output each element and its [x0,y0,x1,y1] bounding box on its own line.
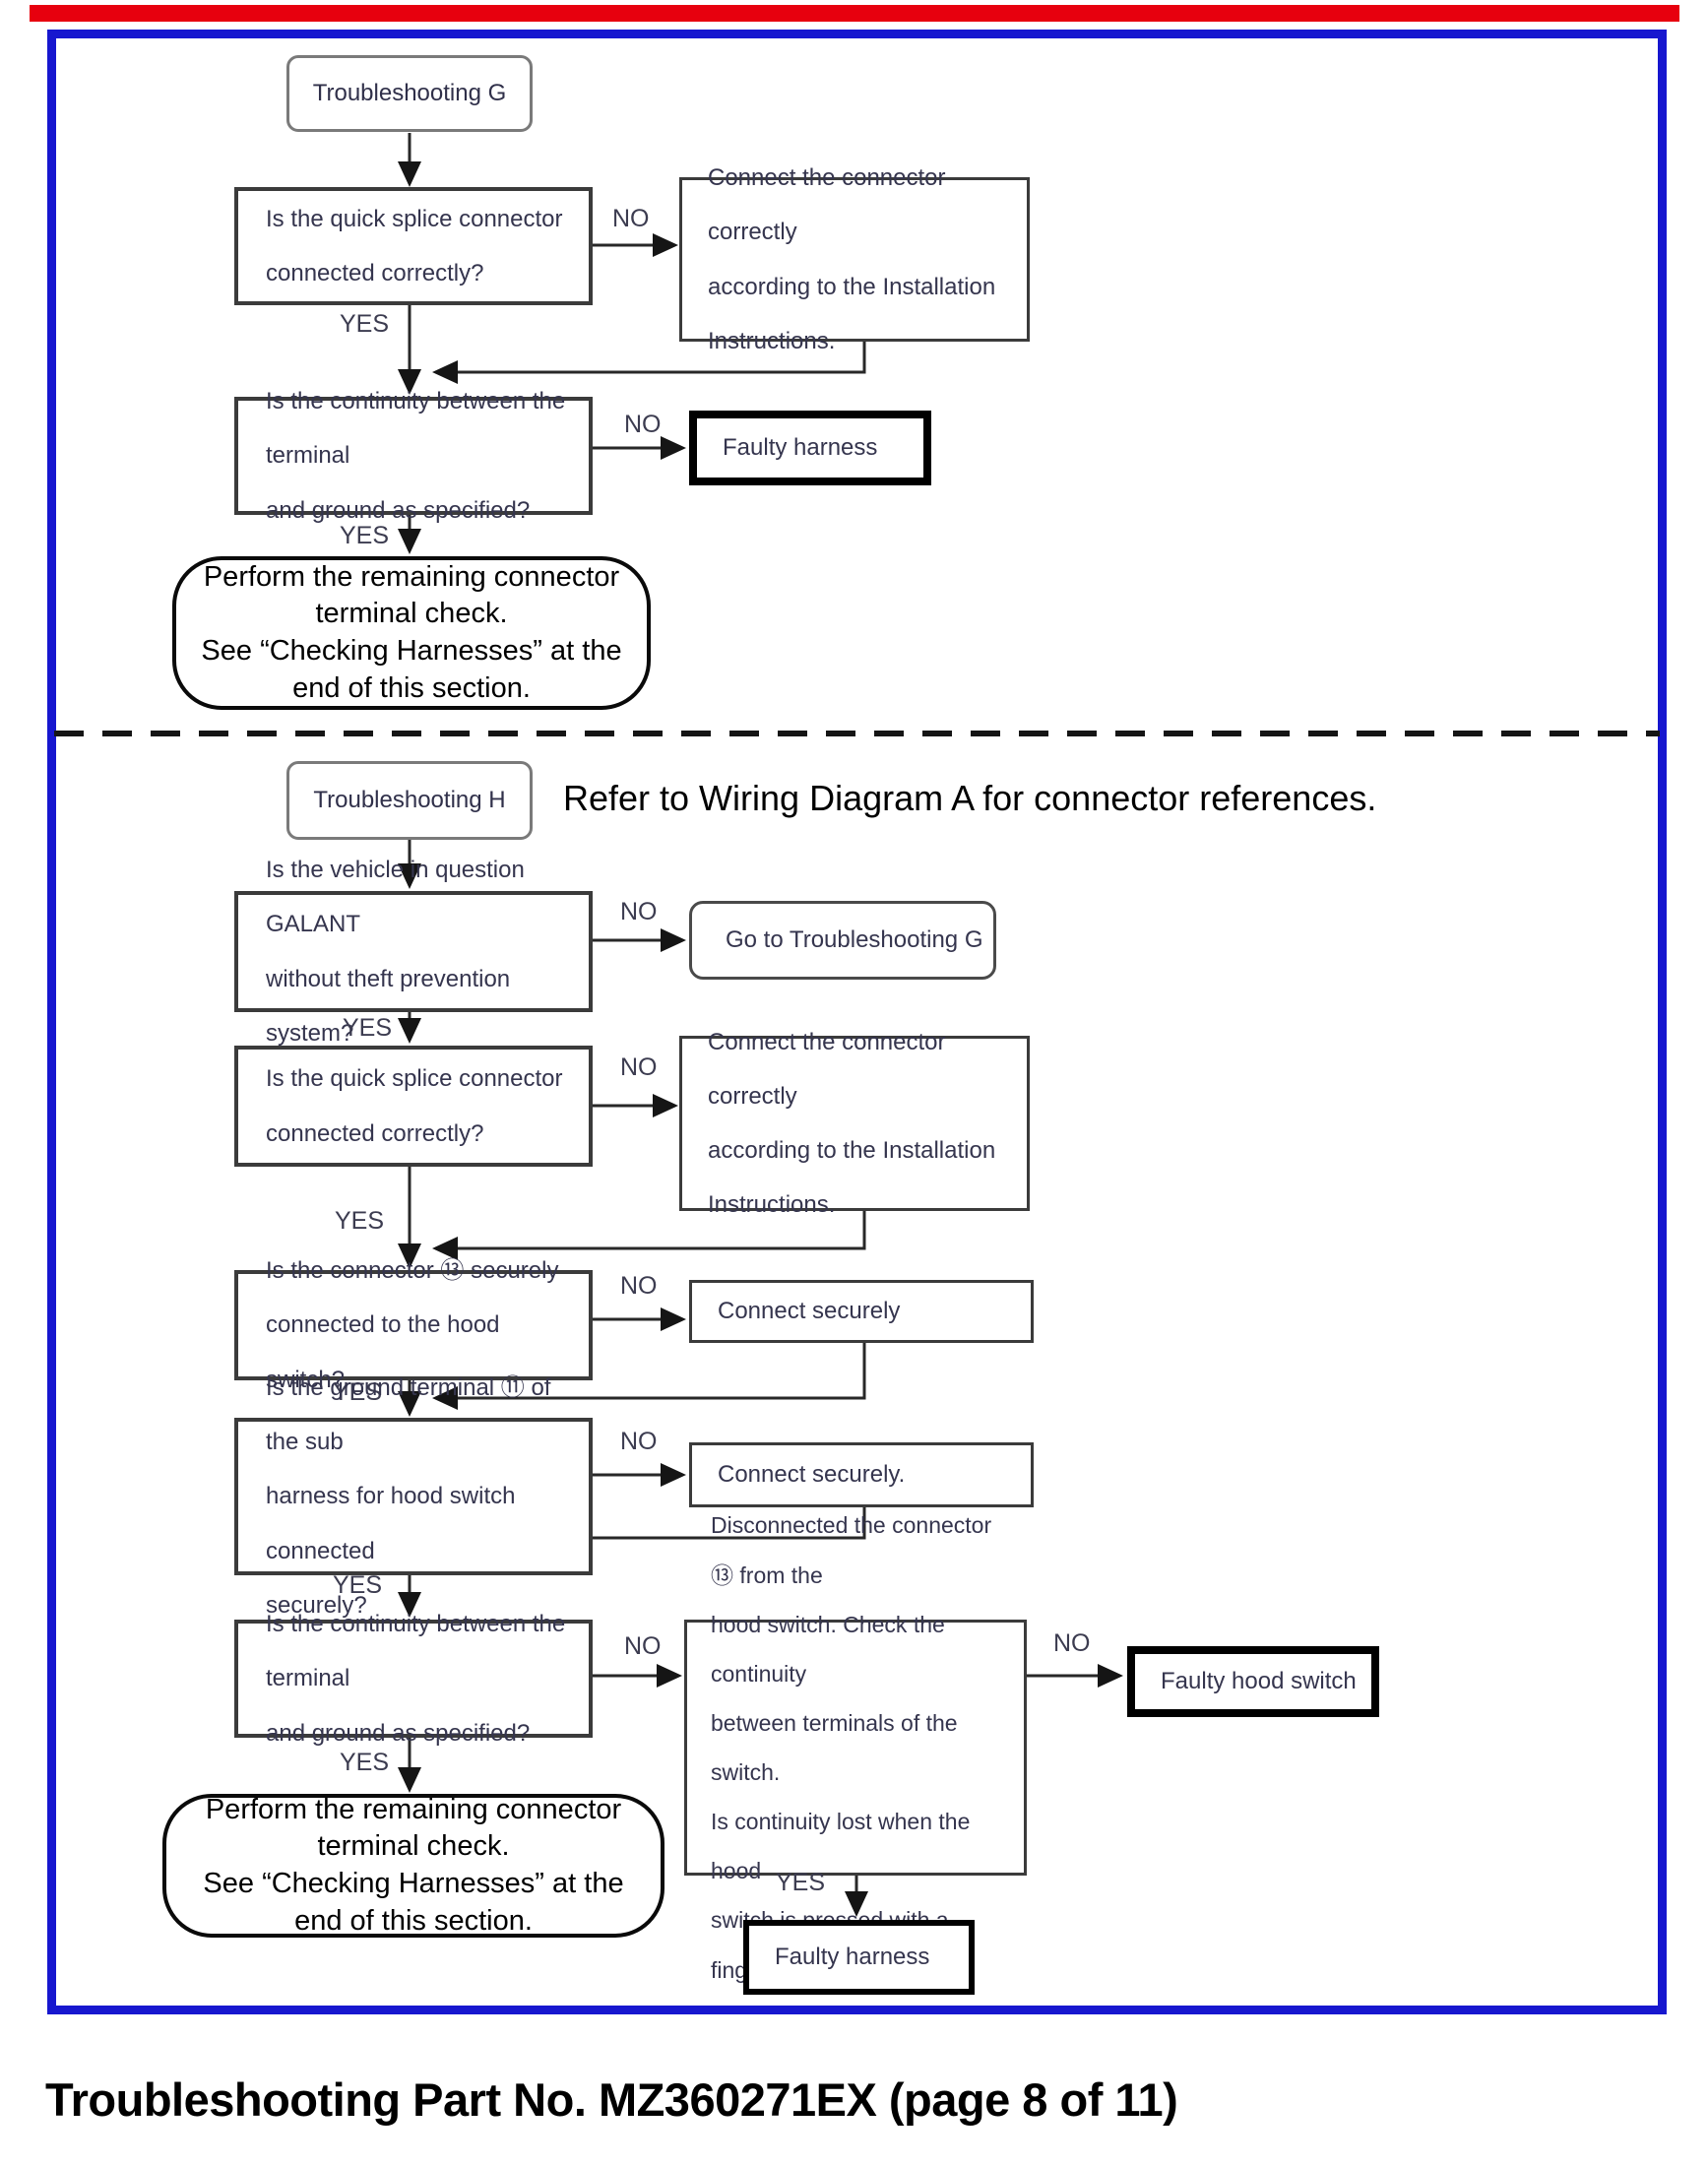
no-label: NO [624,1632,662,1660]
no-label: NO [1053,1629,1091,1657]
action-connect-connector-h: Connect the connector correctly accordin… [679,1029,1030,1218]
action-disconnect-connector-check: Disconnected the connector ⑬ from the ho… [684,1512,1027,1983]
yes-label: YES [776,1869,826,1896]
yes-label: YES [333,1571,383,1599]
terminator-h: Perform the remaining connector terminal… [162,1794,664,1938]
result-faulty-harness-g: Faulty harness [689,411,931,485]
yes-label: YES [343,1014,393,1042]
yes-label: YES [340,310,390,338]
no-label: NO [620,898,658,925]
decision-vehicle-galant: Is the vehicle in question GALANT withou… [234,857,593,1047]
start-node-troubleshooting-h: Troubleshooting H [286,761,533,840]
no-label: NO [620,1053,658,1081]
yes-label: YES [335,1207,385,1235]
action-connect-securely-1: Connect securely [689,1280,1034,1343]
action-connect-connector-g: Connect the connector correctly accordin… [679,164,1030,354]
section-note-h: Refer to Wiring Diagram A for connector … [563,778,1377,818]
terminator-g: Perform the remaining connector terminal… [172,556,651,710]
yes-label: YES [333,1378,383,1406]
no-label: NO [624,411,662,438]
decision-continuity-h: Is the continuity between the terminal a… [234,1611,593,1747]
result-faulty-hood-switch: Faulty hood switch [1127,1646,1379,1717]
top-red-bar [30,5,1679,22]
action-go-to-troubleshooting-g: Go to Troubleshooting G [689,901,996,980]
yes-label: YES [340,1749,390,1776]
result-faulty-harness-h: Faulty harness [743,1920,975,1995]
yes-label: YES [340,522,390,549]
decision-continuity-g: Is the continuity between the terminal a… [234,388,593,524]
no-label: NO [620,1428,658,1455]
page-caption: Troubleshooting Part No. MZ360271EX (pag… [45,2073,1178,2126]
start-node-troubleshooting-g: Troubleshooting G [286,55,533,132]
action-connect-securely-2: Connect securely. [689,1442,1034,1507]
no-label: NO [612,205,650,232]
decision-ground-terminal-sub-harness: Is the ground terminal ⑪ of the sub harn… [234,1374,593,1619]
decision-connector-13-hood-switch: Is the connector ⑬ securely connected to… [234,1257,593,1393]
decision-quick-splice-g: Is the quick splice connector connected … [234,187,593,305]
decision-quick-splice-h: Is the quick splice connector connected … [234,1046,593,1167]
no-label: NO [620,1272,658,1300]
